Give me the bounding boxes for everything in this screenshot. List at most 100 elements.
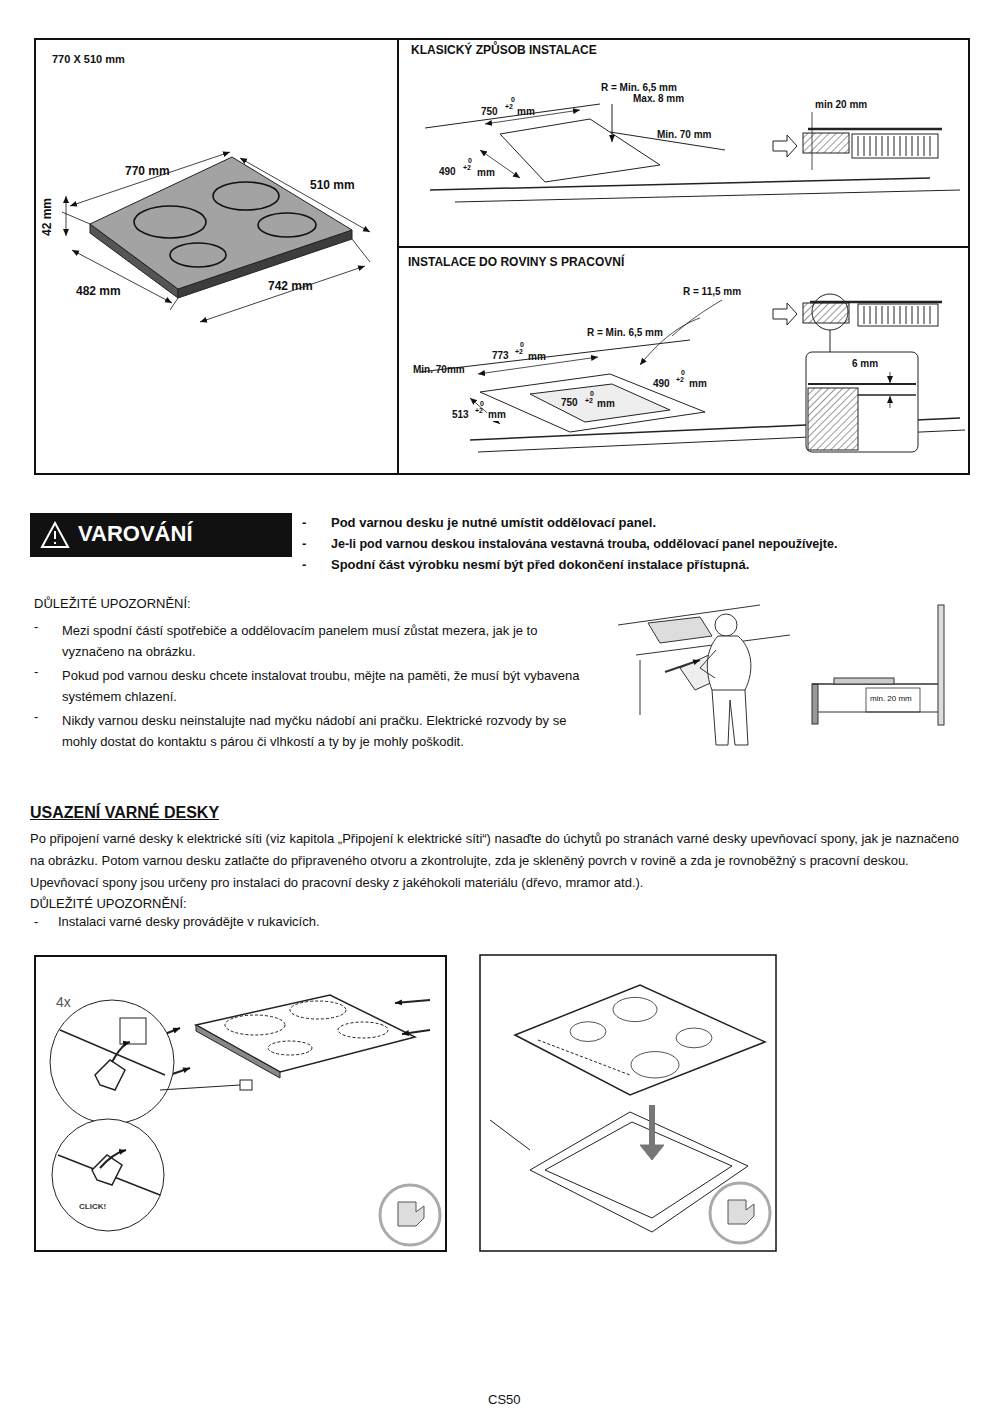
clip-fitting-drawing (50, 995, 440, 1245)
dimension-line (62, 152, 370, 322)
dimension-line (170, 298, 178, 310)
clip-fitting-drawing (225, 1015, 285, 1035)
tolerance: +2 (505, 103, 513, 111)
tolerance: 0 (511, 96, 515, 104)
installer-drawing (938, 605, 944, 725)
panel-box: 4xCLICK! (34, 955, 447, 1252)
tolerance: 0 (468, 157, 472, 165)
hob-placement-drawing (490, 985, 770, 1243)
tolerance: +2 (515, 348, 523, 356)
flush-install-drawing (530, 384, 670, 422)
clip-fitting-drawing (50, 1000, 174, 1124)
countertop-drawing (500, 119, 660, 182)
clip-fitting-drawing (196, 995, 415, 1072)
dimension: 6 mm (852, 358, 878, 370)
flush-install-drawing (810, 301, 942, 304)
countertop-drawing (808, 128, 942, 131)
tolerance: +2 (585, 397, 593, 405)
dimension-line (352, 239, 370, 262)
dimension: 742 mm (268, 280, 313, 294)
dimension: 770 mm (125, 165, 170, 179)
dimension: R = Min. 6,5 mm (601, 82, 677, 94)
dimension: mm (476, 167, 496, 179)
dimension: mm (528, 351, 546, 363)
dimension: mm (487, 409, 507, 421)
bullet: - (302, 537, 306, 552)
clip-fitting-drawing (95, 1060, 125, 1090)
clip-fitting-drawing (100, 1150, 126, 1168)
clip-fitting-drawing (112, 1042, 130, 1062)
hob-drawing (134, 206, 206, 238)
dimension: 42 mm (41, 198, 55, 236)
bullet: - (34, 620, 38, 635)
dimension: R = 11,5 mm (683, 286, 741, 298)
clip-fitting-drawing (52, 1119, 164, 1231)
tolerance: +2 (463, 164, 471, 172)
countertop-drawing (425, 104, 960, 202)
hob-placement-drawing (676, 1028, 712, 1048)
panel-heading: 770 X 510 mm (52, 53, 125, 66)
clip-fitting-drawing (395, 1000, 430, 1003)
clip-fitting-drawing (268, 1041, 312, 1055)
clip-fitting-drawing (402, 1030, 430, 1034)
installer-drawing (618, 605, 944, 745)
clip-fitting-drawing (160, 1085, 240, 1090)
dimension: 510 mm (310, 179, 355, 193)
flush-install-drawing (864, 306, 930, 324)
dimension: min. 20 mm (870, 694, 912, 703)
note-text: Mezi spodní částí spotřebiče a oddělovac… (62, 620, 597, 662)
note-text: Pokud pod varnou desku chcete instalovat… (62, 665, 597, 707)
dimension: mm (688, 378, 708, 390)
dimension: 490 (652, 378, 671, 390)
hob-placement-drawing (490, 1120, 530, 1150)
bullet: - (302, 516, 306, 531)
hob-placement-drawing (710, 1183, 770, 1243)
panel-text: CLICK! (78, 1202, 107, 1211)
countertop-drawing (773, 135, 797, 157)
dimension-line (62, 212, 90, 224)
dimension: 513 (451, 409, 470, 421)
body-text: Po připojení varné desky k elektrické sí… (30, 828, 975, 894)
hob-drawing (170, 243, 226, 267)
installer-drawing (866, 688, 920, 712)
hob-placement-drawing (570, 1022, 606, 1042)
note-heading: DŮLEŽITÉ UPOZORNĚNÍ: (34, 597, 191, 612)
clip-fitting-drawing (380, 1185, 440, 1245)
page-number: CS50 (488, 1393, 521, 1408)
tolerance: 0 (480, 400, 484, 408)
hob-drawing (213, 182, 279, 210)
dimension-line (66, 196, 67, 236)
note-text: Nikdy varnou desku neinstalujte nad myčk… (62, 710, 597, 752)
tolerance: +2 (676, 376, 684, 384)
countertop-drawing (858, 136, 930, 156)
dimension: 490 (438, 166, 457, 178)
installer-drawing (834, 678, 894, 684)
installer-drawing (818, 711, 938, 712)
hob-placement-drawing (728, 1200, 754, 1224)
flush-install-drawing (806, 352, 918, 452)
flush-install-drawing (420, 294, 965, 452)
note-text: Instalaci varné desky provádějte v rukav… (58, 915, 320, 930)
tolerance: 0 (520, 341, 524, 349)
tolerance: 0 (681, 369, 685, 377)
flush-install-drawing (773, 303, 797, 325)
flush-install-drawing (803, 303, 849, 323)
section-heading: USAZENÍ VARNÉ DESKY (30, 804, 219, 822)
hob-placement-drawing (640, 1145, 664, 1160)
panel-box: KLASICKÝ ZPŮSOB INSTALACE (397, 38, 970, 248)
warning-text: Spodní část výrobku nesmí být před dokon… (331, 558, 749, 573)
dimension-line (240, 158, 370, 232)
warning-icon (40, 521, 70, 549)
hob-placement-drawing (631, 1052, 679, 1078)
dimension: mm (597, 398, 615, 410)
flush-install-drawing (830, 330, 831, 352)
dimension: 773 (492, 350, 509, 362)
clip-fitting-drawing (398, 1202, 424, 1226)
countertop-drawing (803, 133, 849, 153)
flush-install-drawing (808, 388, 858, 450)
clip-fitting-drawing (338, 1022, 388, 1038)
dimension: 482 mm (76, 285, 121, 299)
installer-drawing (707, 636, 751, 690)
installer-drawing (648, 617, 712, 643)
